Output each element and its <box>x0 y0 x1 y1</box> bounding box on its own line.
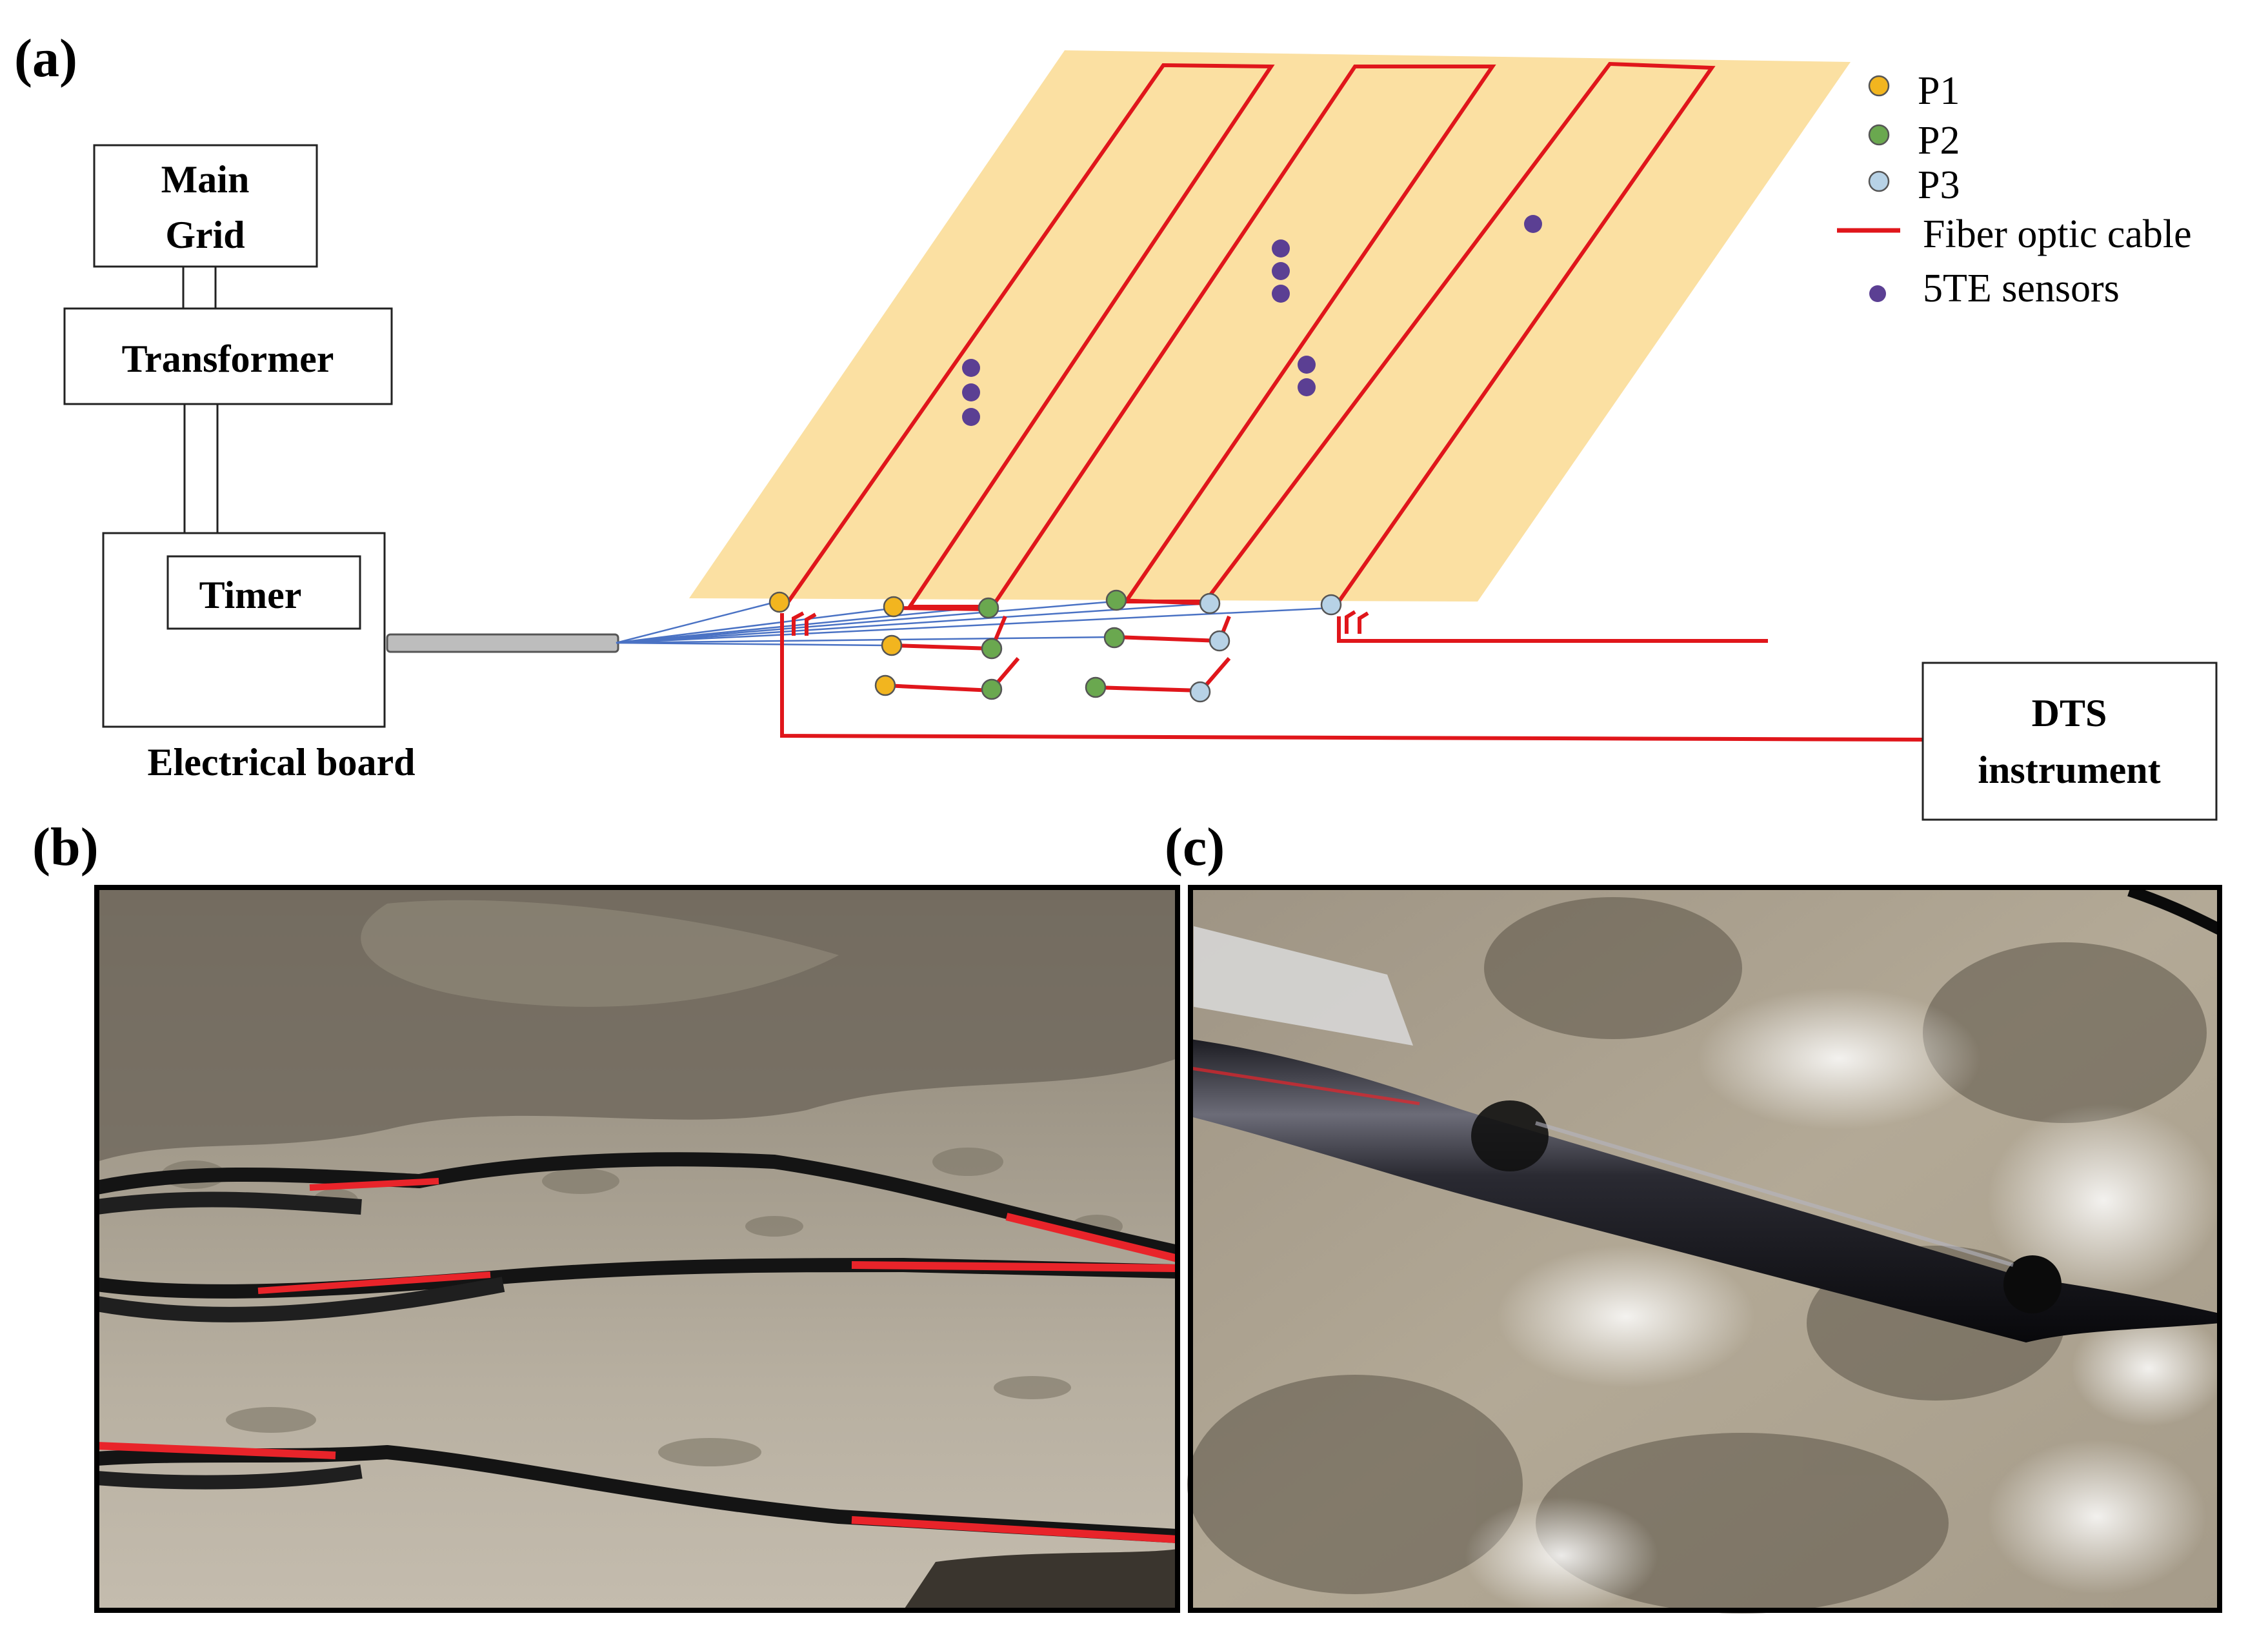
p3-point <box>1199 592 1221 614</box>
main-grid-box <box>93 144 318 268</box>
sensor-dot <box>1272 239 1290 258</box>
panel-b: (b) <box>32 817 1180 1613</box>
p2-point <box>978 597 999 619</box>
photo-b-frame <box>94 885 1180 1613</box>
p2-point <box>981 638 1003 660</box>
panel-label-a: (a) <box>14 28 77 88</box>
legend-p2-label: P2 <box>1918 119 1960 163</box>
panel-label-b: (b) <box>32 817 99 877</box>
dts-label-2: instrument <box>1978 749 2160 791</box>
main-grid-label-1: Main <box>161 158 250 201</box>
legend-p1-swatch <box>1868 75 1890 97</box>
fiber-optic-cable <box>780 61 1930 742</box>
junction-points <box>768 589 1342 703</box>
legend-sensor-swatch <box>1869 285 1886 302</box>
photo-b <box>95 887 1179 1610</box>
sensor-dot <box>962 383 980 401</box>
timer-box <box>166 555 361 630</box>
sensor-dot <box>1272 262 1290 280</box>
photo-c-frame <box>1188 885 2222 1613</box>
transformer-label: Transformer <box>122 338 334 380</box>
p2-point <box>1105 589 1127 611</box>
legend-p1-label: P1 <box>1918 69 1960 113</box>
sensor-dot <box>1298 356 1316 374</box>
photo-c <box>1187 885 2226 1614</box>
legend-fiber-label: Fiber optic cable <box>1923 212 2192 256</box>
dts-label-1: DTS <box>2032 692 2107 734</box>
p2-point <box>981 678 1003 700</box>
p1-point <box>768 591 790 613</box>
panel-a: (a) Main Grid Transformer Timer Electric… <box>14 28 2218 821</box>
legend-p3-swatch <box>1868 170 1890 192</box>
legend-sensor-label: 5TE sensors <box>1923 267 2120 310</box>
field-plot <box>689 50 1851 602</box>
sensors <box>962 215 1542 426</box>
panel-label-c: (c) <box>1165 817 1225 877</box>
p1-point <box>881 634 903 656</box>
p3-point <box>1209 630 1230 652</box>
legend: P1 P2 P3 Fiber optic cable 5TE sensors <box>1837 69 2192 310</box>
main-grid-label-2: Grid <box>165 214 245 256</box>
sensor-dot <box>962 408 980 426</box>
sensor-dot <box>962 359 980 377</box>
legend-p2-swatch <box>1868 124 1890 146</box>
electrical-board-box <box>102 532 386 728</box>
transformer-box <box>63 307 393 405</box>
timer-label: Timer <box>199 574 302 616</box>
legend-p3-label: P3 <box>1918 163 1960 207</box>
pipe <box>386 633 619 653</box>
p2-point <box>1085 676 1107 698</box>
p3-point <box>1320 594 1342 616</box>
p1-point <box>874 674 896 696</box>
dts-instrument-box <box>1922 662 2218 821</box>
sensor-dot <box>1298 378 1316 396</box>
sensor-dot <box>1272 285 1290 303</box>
p2-point <box>1103 627 1125 649</box>
p1-point <box>883 596 905 618</box>
panel-c: (c) <box>1165 817 2226 1614</box>
control-wires <box>616 600 1332 647</box>
sensor-dot <box>1524 215 1542 233</box>
electrical-board-label: Electrical board <box>148 741 416 784</box>
p3-point <box>1189 681 1211 703</box>
power-chain <box>63 144 393 728</box>
